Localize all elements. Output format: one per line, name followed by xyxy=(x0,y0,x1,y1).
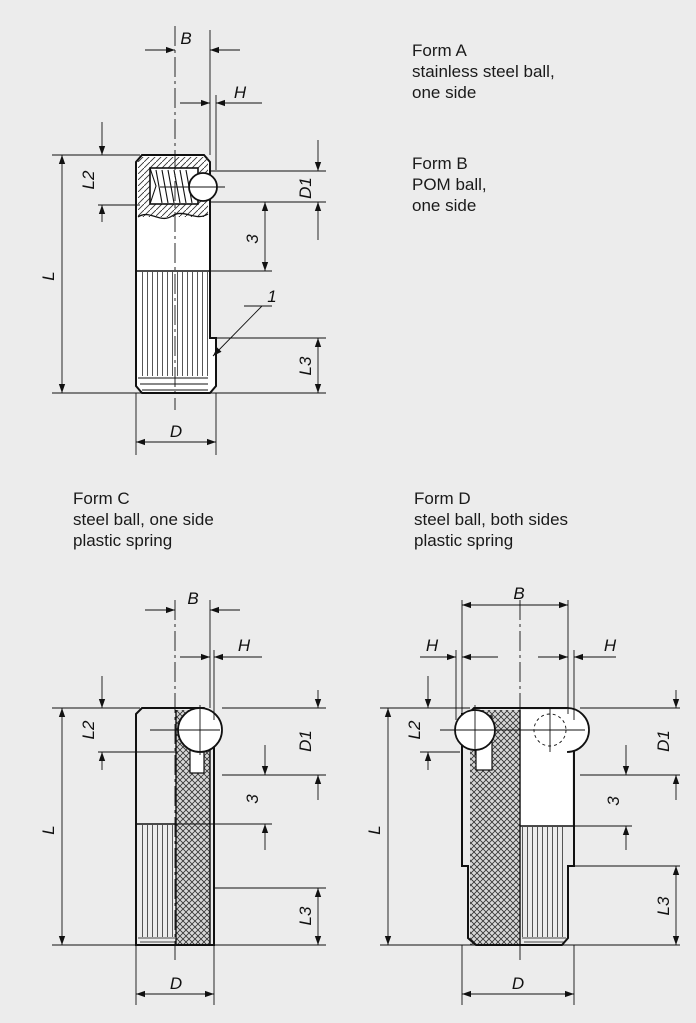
knurled-section xyxy=(138,272,209,376)
labels-form-ab: B H L2 L D1 3 L3 D 1 xyxy=(39,29,315,441)
dim-label-h-right: H xyxy=(604,636,617,655)
dim-label-b: B xyxy=(187,589,198,608)
dim-label-3: 3 xyxy=(243,234,262,244)
dim-label-b: B xyxy=(180,29,191,48)
dim-label-d: D xyxy=(170,422,182,441)
dim-label-l3: L3 xyxy=(296,906,315,925)
dim-label-d1: D1 xyxy=(654,730,673,752)
break-line xyxy=(137,212,209,220)
drawing-form-d xyxy=(380,600,680,1005)
dim-label-h: H xyxy=(234,83,247,102)
caption-form-d: Form D steel ball, both sides plastic sp… xyxy=(414,488,568,551)
form-b-line1: POM ball, xyxy=(412,175,487,194)
knurled-section xyxy=(521,827,567,937)
dim-label-l: L xyxy=(365,825,384,834)
form-d-line2: plastic spring xyxy=(414,531,514,550)
dim-label-d: D xyxy=(170,974,182,993)
labels-form-c: B H L2 L D1 3 L3 D xyxy=(39,589,315,993)
form-d-line1: steel ball, both sides xyxy=(414,510,569,529)
form-c-title: Form C xyxy=(73,489,130,508)
drawing-form-c xyxy=(52,600,326,1005)
form-d-title: Form D xyxy=(414,489,471,508)
dim-label-l3: L3 xyxy=(654,896,673,915)
dim-label-l2: L2 xyxy=(405,720,424,739)
knurled-section xyxy=(138,825,175,937)
form-c-line1: steel ball, one side xyxy=(73,510,214,529)
dim-label-l3: L3 xyxy=(296,356,315,375)
dim-label-d1: D1 xyxy=(296,730,315,752)
dim-label-3: 3 xyxy=(604,796,623,806)
dim-label-d: D xyxy=(512,974,524,993)
drawing-form-ab xyxy=(52,26,326,455)
caption-form-b: Form B POM ball, one side xyxy=(412,153,487,216)
dim-label-b: B xyxy=(513,584,524,603)
labels-form-d: B H H L2 L D1 3 L3 D xyxy=(365,584,673,993)
callout-1: 1 xyxy=(267,287,276,306)
spring-coils xyxy=(155,169,193,204)
dim-label-l: L xyxy=(39,825,58,834)
caption-form-a: Form A stainless steel ball, one side xyxy=(412,40,555,103)
dim-label-l2: L2 xyxy=(79,720,98,739)
dim-label-l: L xyxy=(39,271,58,280)
dim-label-3: 3 xyxy=(243,794,262,804)
form-a-title: Form A xyxy=(412,41,467,60)
dim-label-h-left: H xyxy=(426,636,439,655)
form-a-line2: one side xyxy=(412,83,477,102)
dim-label-d1: D1 xyxy=(296,177,315,199)
form-a-line1: stainless steel ball, xyxy=(412,62,555,81)
dim-label-h: H xyxy=(238,636,251,655)
form-b-line2: one side xyxy=(412,196,477,215)
form-b-title: Form B xyxy=(412,154,468,173)
dim-label-l2: L2 xyxy=(79,170,98,189)
caption-form-c: Form C steel ball, one side plastic spri… xyxy=(73,488,214,551)
form-c-line2: plastic spring xyxy=(73,531,173,550)
leader-line-1 xyxy=(212,305,263,357)
